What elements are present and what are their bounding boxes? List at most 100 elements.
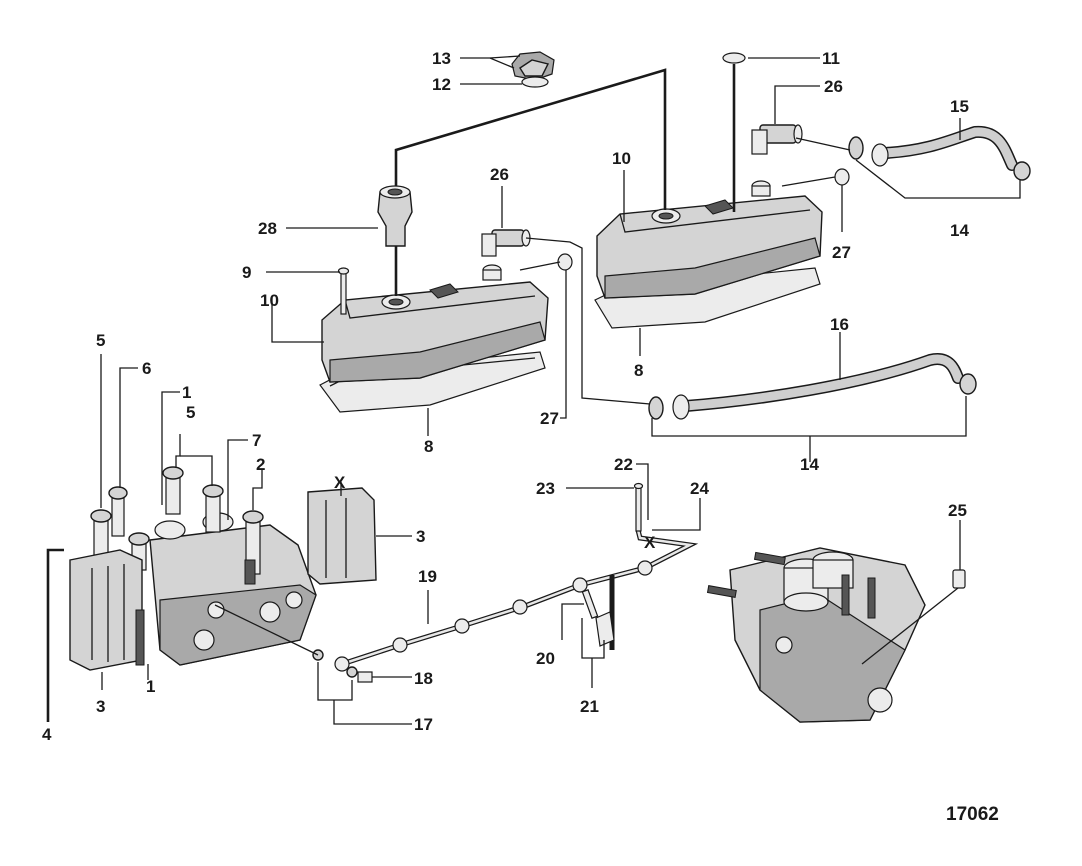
rail-fitting-e	[572, 577, 588, 593]
injector-2-cap	[242, 510, 264, 524]
callout-1-top: 1	[182, 383, 191, 402]
elbow-26-left-leg	[481, 233, 497, 257]
grommet-path-left	[519, 261, 561, 271]
hose-16-end	[672, 394, 690, 420]
callout-11: 11	[822, 49, 840, 68]
leader-4	[46, 548, 64, 722]
leader-26-right	[774, 85, 820, 124]
marker-x-bracket: X	[334, 473, 346, 492]
leader-5-c	[180, 455, 213, 486]
head-left-port-b	[259, 601, 281, 623]
callout-27-right: 27	[832, 243, 851, 262]
sleeve-6-cap	[108, 486, 128, 500]
callout-26-left: 26	[490, 165, 509, 184]
spring-1	[135, 609, 145, 666]
sensor-25	[952, 569, 966, 589]
sleeve-5-c	[165, 473, 181, 515]
callout-16: 16	[830, 315, 849, 334]
leader-6	[119, 367, 138, 488]
figure-number: 17062	[946, 804, 999, 825]
callout-14-upper: 14	[950, 221, 969, 240]
head-right-stud-d	[867, 577, 876, 619]
cover-left-logo	[429, 283, 459, 299]
elbow-26-right	[751, 124, 803, 155]
hose-15	[848, 125, 1031, 181]
bracket-3-left	[69, 549, 145, 671]
hose-16-fill	[681, 354, 963, 411]
callout-9: 9	[242, 263, 251, 282]
bracket-3-left-ribs	[91, 564, 125, 662]
washer-17-b	[346, 666, 358, 678]
rail-fitting-c	[454, 618, 470, 634]
cover-right-vent-base	[751, 185, 771, 197]
leader-14-lower	[651, 396, 967, 437]
valve-cover-right	[594, 168, 850, 329]
rail-fitting-b	[392, 637, 408, 653]
head-right-spring-base-a	[783, 592, 829, 612]
plug-11	[722, 52, 746, 64]
callout-4: 4	[42, 725, 52, 744]
rail-fitting-a	[334, 656, 350, 672]
cover-left-vent-base	[482, 269, 502, 281]
clip-21	[595, 611, 615, 647]
callouts: 13 12 11 26 15 10 26 14 28 27 9 10 16 5 …	[42, 49, 969, 744]
callout-8-left: 8	[424, 437, 433, 456]
clamp-14-c	[648, 396, 664, 420]
hose-path-left	[525, 237, 651, 405]
fuel-rail-19	[312, 482, 699, 683]
leader-2	[252, 470, 263, 510]
callout-10-left: 10	[260, 291, 279, 310]
head-right-port-a	[867, 687, 893, 713]
leader-20	[561, 603, 584, 640]
leader-lines	[46, 55, 1021, 725]
clamp-14-b	[1013, 161, 1031, 181]
callout-5-mid: 5	[186, 403, 195, 422]
leader-13	[460, 57, 515, 69]
callout-6: 6	[142, 359, 151, 378]
callout-8-right: 8	[634, 361, 643, 380]
rail-fitting-d	[512, 599, 528, 615]
sleeve-5-b-cap	[128, 532, 150, 546]
leader-14-upper	[855, 159, 1021, 199]
marker-x-rail: X	[644, 533, 656, 552]
cover-left-oil-port-hole	[388, 298, 404, 306]
cover-left-skirt	[329, 321, 546, 383]
grommet-path-right	[781, 176, 836, 187]
seal-12	[521, 76, 549, 88]
bolt-22	[635, 485, 642, 532]
leader-1-top	[161, 391, 180, 505]
callout-22: 22	[614, 455, 633, 474]
callout-26-right: 26	[824, 77, 843, 96]
leader-13-b	[489, 55, 521, 59]
head-right-stud-b	[706, 585, 737, 598]
head-left-port-d	[285, 591, 303, 609]
banjo-bolt-18	[357, 671, 373, 683]
callout-27-left: 27	[540, 409, 559, 428]
elbow-26-left	[481, 229, 531, 257]
filler-neck-28	[377, 185, 413, 247]
clamp-14-d	[959, 373, 977, 395]
sleeve-6	[111, 493, 125, 537]
cover-left-ridge	[344, 295, 536, 319]
callout-1-lower: 1	[146, 677, 155, 696]
bolt-9-head	[337, 267, 350, 275]
screw-20	[581, 589, 599, 619]
callout-5-left: 5	[96, 331, 105, 350]
bracket-3-center-body	[307, 487, 377, 585]
callout-21: 21	[580, 697, 599, 716]
bolt-18-path	[214, 604, 319, 656]
fill-path-cap	[394, 68, 667, 210]
cover-right-oil-port-hole	[658, 212, 674, 220]
sleeve-5-d-cap	[202, 484, 224, 498]
callout-18: 18	[414, 669, 433, 688]
cover-right-ridge	[619, 209, 811, 233]
hose-15-end	[871, 143, 889, 167]
leader-7	[227, 439, 248, 520]
clamp-14-a	[848, 136, 864, 160]
hose-16	[648, 353, 977, 420]
hose-path-right	[795, 137, 851, 151]
head-left-spring-a	[154, 520, 186, 540]
head-left-port-c	[207, 601, 225, 619]
elbow-26-right-end	[793, 124, 803, 144]
